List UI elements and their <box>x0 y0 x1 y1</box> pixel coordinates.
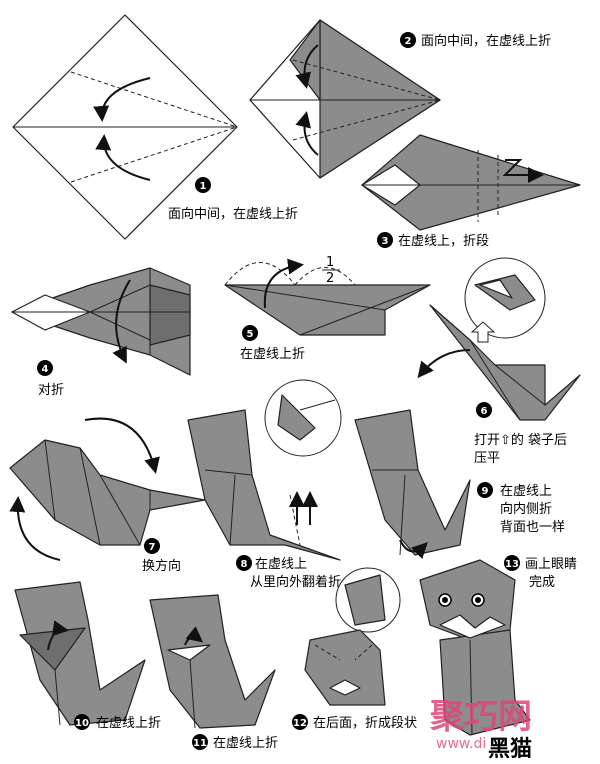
fraction-numerator: 1 <box>326 255 334 270</box>
step-6-text-line2: 压平 <box>474 451 500 466</box>
step-13-text-line1: 画上眼睛 <box>525 557 577 572</box>
step-1-label: 1 面向中间，在虚线上折 <box>168 177 298 222</box>
step-11-text: 在虚线上折 <box>213 736 278 751</box>
step-12-figure <box>304 567 401 706</box>
step-4-number: 4 <box>42 364 49 375</box>
step-10-label: 10 在虚线上折 <box>74 714 161 731</box>
step-4-text: 对折 <box>38 383 64 398</box>
step-7-label: 7 换方向 <box>142 538 181 574</box>
step-3-label: 3 在虚线上，折段 <box>377 232 489 249</box>
step-2-number: 2 <box>405 36 412 47</box>
watermark-url: www.di <box>436 736 486 752</box>
step-6-label: 6 打开⇧的 袋子后 压平 <box>474 402 567 466</box>
step-13-number: 13 <box>505 559 519 570</box>
step-3-figure <box>361 134 581 231</box>
step-8-figure <box>187 379 342 561</box>
step-9-text-line2: 向内侧折 <box>500 501 552 517</box>
step-10-text: 在虚线上折 <box>96 716 161 731</box>
step-13-figure <box>419 559 531 736</box>
step-13-text-line2: 完成 <box>529 575 555 590</box>
step-6-figure <box>417 257 581 421</box>
step-1-text: 面向中间，在虚线上折 <box>168 206 298 222</box>
step-8-text-line2: 从里向外翻着折 <box>250 574 341 590</box>
step-12-number: 12 <box>293 718 307 729</box>
step-6-number: 6 <box>481 406 488 417</box>
step-5-text: 在虚线上折 <box>240 347 305 362</box>
step-5-number: 5 <box>247 329 254 340</box>
step-6-text-line1: 打开⇧的 袋子后 <box>474 432 567 448</box>
step-9-label: 9 在虚线上 向内侧折 背面也一样 <box>477 482 565 535</box>
step-10-number: 10 <box>75 718 89 729</box>
step-7-text: 换方向 <box>142 558 181 574</box>
step-9-number: 9 <box>482 486 489 497</box>
fraction-denominator: 2 <box>326 271 334 286</box>
step-5-figure <box>224 258 431 336</box>
step-11-number: 11 <box>193 738 207 749</box>
step-13-label: 13 画上眼睛 完成 <box>504 555 577 590</box>
step-9-text-line3: 背面也一样 <box>500 520 565 535</box>
step-2-label: 2 面向中间，在虚线上折 <box>400 32 551 49</box>
page-title: 黑猫 <box>488 737 532 762</box>
step-11-label: 11 在虚线上折 <box>192 734 278 751</box>
step-3-number: 3 <box>382 236 389 247</box>
step-7-number: 7 <box>149 542 156 553</box>
step-1-number: 1 <box>200 181 207 192</box>
step-7-figure <box>9 417 206 561</box>
step-4-label: 4 对折 <box>37 360 64 398</box>
watermark: 聚巧网 www.di <box>429 697 532 752</box>
step-8-text-line1: 在虚线上 <box>255 557 307 572</box>
step-3-text: 在虚线上，折段 <box>398 234 489 249</box>
step-2-text: 面向中间，在虚线上折 <box>421 33 551 49</box>
step-4-figure <box>11 267 191 376</box>
step-1-figure <box>12 14 238 240</box>
step-8-label: 8 在虚线上 从里向外翻着折 <box>236 555 341 590</box>
watermark-brand: 聚巧网 <box>429 697 532 737</box>
step-10-figure <box>14 581 146 726</box>
step-11-figure <box>149 594 276 729</box>
step-9-text-line1: 在虚线上 <box>500 484 552 499</box>
step-9-figure <box>354 409 471 560</box>
step-8-number: 8 <box>241 559 248 570</box>
step-2-figure <box>249 19 441 179</box>
step-5-label: 5 在虚线上折 1 2 <box>240 255 334 362</box>
step-12-label: 12 在后面，折成段状 <box>292 714 417 731</box>
step-12-text: 在后面，折成段状 <box>313 716 417 731</box>
